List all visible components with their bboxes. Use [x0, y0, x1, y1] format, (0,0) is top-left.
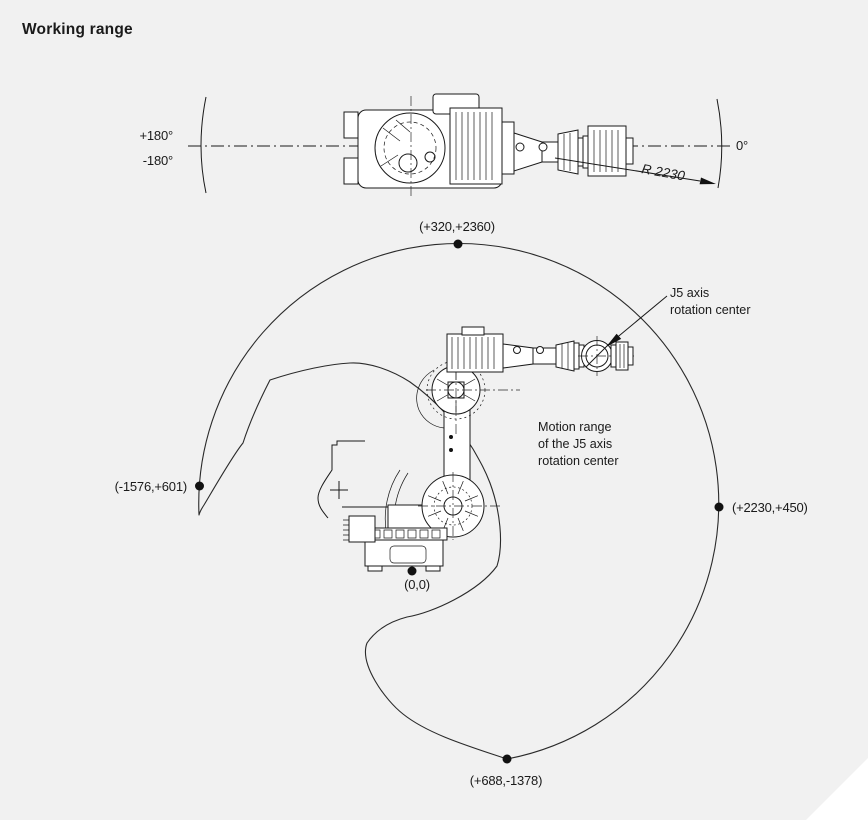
motion-label-line3: rotation center	[538, 454, 619, 468]
link-bolt-1	[449, 435, 453, 439]
forearm-bolt-1	[513, 346, 521, 354]
rear-flange-upper	[343, 111, 359, 139]
ccw-limit-label: +180°	[140, 128, 173, 143]
rear-flange-lower	[343, 157, 359, 185]
wrist-motor-fins	[593, 130, 619, 172]
coord-label-rear: (-1576,+601)	[115, 479, 187, 494]
barrel-lines	[563, 133, 571, 171]
envelope-dot-rear	[195, 481, 204, 491]
forearm-bolt-2	[536, 346, 544, 354]
coord-label-bottom: (+688,-1378)	[470, 773, 542, 788]
shoulder-gusset	[416, 369, 445, 429]
envelope-dot-top	[453, 239, 463, 249]
arm-bolt-2	[538, 142, 548, 152]
coord-label-top: (+320,+2360)	[419, 219, 495, 234]
j5-axis-diagonal	[585, 343, 610, 368]
j5-leader-line	[613, 295, 668, 341]
radius-dim-arrowhead	[699, 177, 716, 185]
fin-lines	[455, 112, 493, 180]
tool-flange	[615, 341, 629, 371]
arm-taper	[513, 132, 543, 172]
radius-dim-label: R 2230	[640, 161, 686, 183]
hub-circle	[398, 153, 418, 173]
shoulder-motor-cap	[461, 326, 485, 336]
j5-label-line1: J5 axis	[670, 286, 709, 300]
shoulder-motor-fins	[451, 337, 495, 369]
corner-cut	[806, 758, 868, 820]
motion-label-line1: Motion range	[538, 420, 612, 434]
side-view: (+320,+2360) (-1576,+601) (+2230,+450) (…	[115, 219, 808, 788]
lower-arm-link	[443, 403, 471, 485]
coupling-plate	[501, 121, 515, 175]
base-tab-left	[367, 565, 383, 572]
wrist-coupling	[555, 340, 575, 372]
base-circle-inner	[383, 121, 437, 175]
wrist-barrel	[557, 129, 579, 175]
front-swing-arc	[716, 98, 723, 189]
base-tab-right	[425, 565, 441, 572]
reference-cross-mark	[330, 481, 348, 499]
base-body	[364, 539, 444, 567]
envelope-dot-bottom	[502, 754, 512, 764]
robot-top-view	[343, 93, 634, 198]
wrist-coupling-lines	[561, 343, 569, 369]
end-cap	[625, 137, 634, 165]
motion-label-line2: of the J5 axis	[538, 437, 612, 451]
top-view: R 2230 +180° -180° 0°	[140, 93, 748, 198]
fin-block	[449, 107, 503, 185]
small-boss	[424, 151, 436, 163]
j5-leader-arrowhead	[606, 333, 622, 347]
coord-label-origin: (0,0)	[404, 577, 430, 592]
tool-flange-cap	[627, 346, 634, 366]
tool-flange-collar	[610, 344, 617, 368]
base-circle	[374, 112, 446, 184]
radius-dim-line	[554, 157, 701, 182]
rear-swing-arc	[200, 96, 207, 194]
base-cavity	[389, 545, 427, 564]
j2-spokes	[427, 480, 479, 532]
origin-dot	[407, 566, 417, 576]
motor-fins	[343, 519, 349, 541]
wedge-lines	[380, 119, 411, 167]
arm-bolt-1	[515, 142, 525, 152]
zero-limit-label: 0°	[736, 138, 748, 153]
bracket-outline	[317, 440, 365, 519]
j5-label-line2: rotation center	[670, 303, 751, 317]
shoulder-motor-block	[446, 333, 504, 373]
coord-label-front: (+2230,+450)	[732, 500, 808, 515]
robot-side-view	[317, 326, 634, 572]
tool-flange-lines	[619, 344, 625, 368]
working-envelope-outline	[198, 243, 720, 760]
base-motor	[348, 515, 376, 543]
cw-limit-label: -180°	[143, 153, 173, 168]
page-title: Working range	[22, 21, 133, 38]
link-bolt-2	[449, 448, 453, 452]
envelope-dot-front	[714, 502, 724, 512]
